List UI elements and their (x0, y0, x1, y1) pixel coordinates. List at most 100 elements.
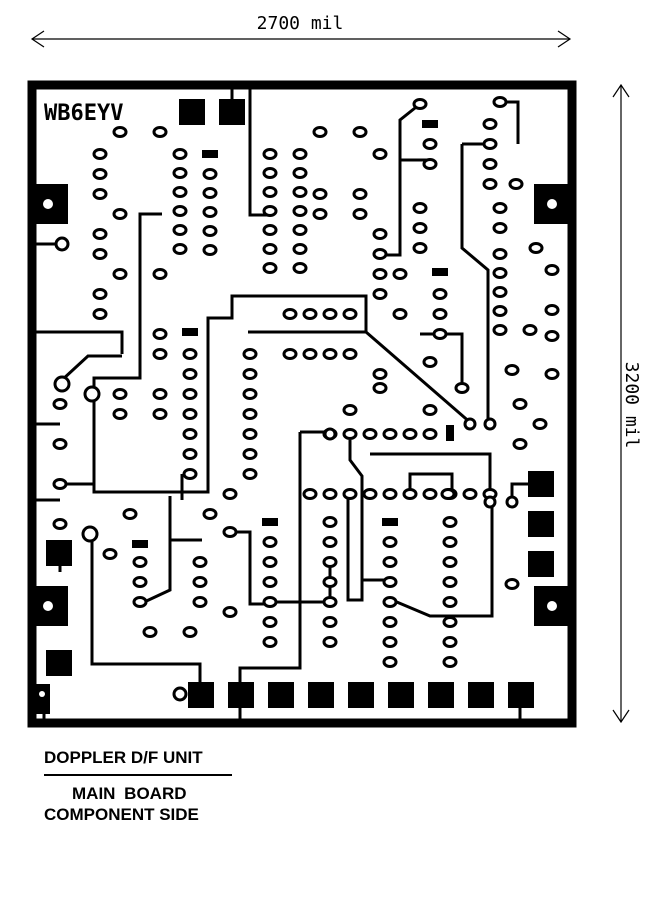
pad (483, 417, 497, 431)
pad (382, 596, 398, 608)
pad (352, 188, 368, 200)
pad (422, 404, 438, 416)
pad (102, 548, 118, 560)
pad (442, 516, 458, 528)
pad (132, 596, 148, 608)
pad (412, 242, 428, 254)
pad (262, 636, 278, 648)
pad (372, 248, 388, 260)
pad (492, 305, 508, 317)
pad (482, 178, 498, 190)
pad (544, 330, 560, 342)
pad (182, 448, 198, 460)
pad (282, 308, 298, 320)
pad (342, 404, 358, 416)
pad (282, 348, 298, 360)
pad (362, 488, 378, 500)
pad (81, 525, 99, 543)
pad (322, 556, 338, 568)
pad (322, 516, 338, 528)
pad (483, 495, 497, 509)
pad (372, 368, 388, 380)
pad (92, 168, 108, 180)
caption-title: DOPPLER D/F UNIT (44, 748, 203, 767)
pad (222, 606, 238, 618)
pad (544, 368, 560, 380)
pad (382, 576, 398, 588)
pad (528, 242, 544, 254)
pad (432, 308, 448, 320)
pad (242, 428, 258, 440)
pad (142, 626, 158, 638)
pad (292, 262, 308, 274)
pad (322, 576, 338, 588)
pad (382, 488, 398, 500)
pad (172, 148, 188, 160)
pad (372, 288, 388, 300)
pad (442, 636, 458, 648)
pad (442, 536, 458, 548)
height-dimension-label: 3200 mil (621, 362, 642, 449)
pad (192, 576, 208, 588)
pad (152, 126, 168, 138)
pad (242, 348, 258, 360)
pad (322, 348, 338, 360)
pad (262, 556, 278, 568)
pad (182, 388, 198, 400)
pad (152, 348, 168, 360)
pad (382, 536, 398, 548)
pad (52, 518, 68, 530)
pad (482, 158, 498, 170)
pad (412, 222, 428, 234)
width-dimension (30, 30, 572, 48)
pad (372, 148, 388, 160)
pad (442, 616, 458, 628)
pad (112, 408, 128, 420)
pad (302, 308, 318, 320)
pad (112, 208, 128, 220)
pad (182, 626, 198, 638)
pad (292, 243, 308, 255)
pad (52, 478, 68, 490)
pad (492, 222, 508, 234)
pad (442, 656, 458, 668)
pad (322, 308, 338, 320)
pad (92, 148, 108, 160)
pad (222, 488, 238, 500)
pad (182, 408, 198, 420)
pad (402, 428, 418, 440)
pad (432, 328, 448, 340)
pad (172, 167, 188, 179)
pad (422, 356, 438, 368)
pad (362, 428, 378, 440)
pad (202, 225, 218, 237)
pad (522, 324, 538, 336)
pad (242, 448, 258, 460)
board-outline (27, 80, 577, 728)
pad (122, 508, 138, 520)
pad (342, 428, 358, 440)
pad (242, 468, 258, 480)
pad (382, 656, 398, 668)
pad (422, 138, 438, 150)
pad (262, 167, 278, 179)
pad (262, 616, 278, 628)
pad (92, 248, 108, 260)
pad (492, 202, 508, 214)
pad (182, 468, 198, 480)
pad (152, 268, 168, 280)
height-dimension (612, 83, 630, 724)
pad (262, 596, 278, 608)
pad (292, 186, 308, 198)
pad (202, 508, 218, 520)
pad (112, 126, 128, 138)
pad (432, 288, 448, 300)
pad (182, 428, 198, 440)
pad (92, 188, 108, 200)
pad (492, 248, 508, 260)
pad (492, 267, 508, 279)
pad (52, 398, 68, 410)
pad (422, 428, 438, 440)
pad (462, 488, 478, 500)
pad (382, 556, 398, 568)
